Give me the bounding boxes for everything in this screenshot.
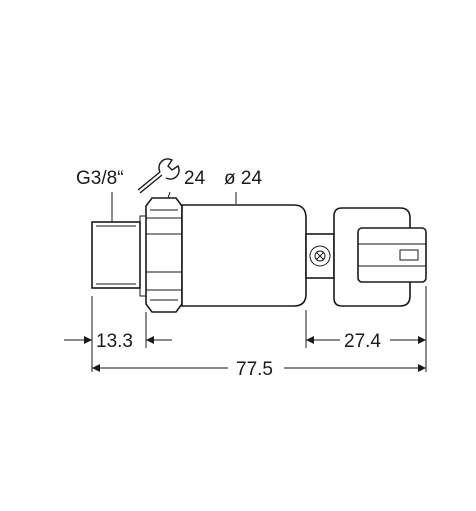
main-housing <box>181 204 307 307</box>
diameter-label: ø 24 <box>224 168 262 189</box>
total-length-label: 77.5 <box>236 359 273 380</box>
wrench-size-label: 24 <box>184 168 206 189</box>
thread-length-dimension <box>64 336 172 344</box>
connector-length-label: 27.4 <box>344 331 381 352</box>
thread-label: G3/8“ <box>76 168 124 189</box>
thread-section <box>91 221 141 289</box>
total-length-dimension <box>92 364 426 372</box>
connector-length-dimension <box>306 336 426 344</box>
connector-plug <box>357 227 427 283</box>
hex-section <box>145 197 183 313</box>
thread-length-label: 13.3 <box>96 331 133 352</box>
pressure-sensor <box>91 197 427 313</box>
wrench-icon <box>137 158 180 194</box>
